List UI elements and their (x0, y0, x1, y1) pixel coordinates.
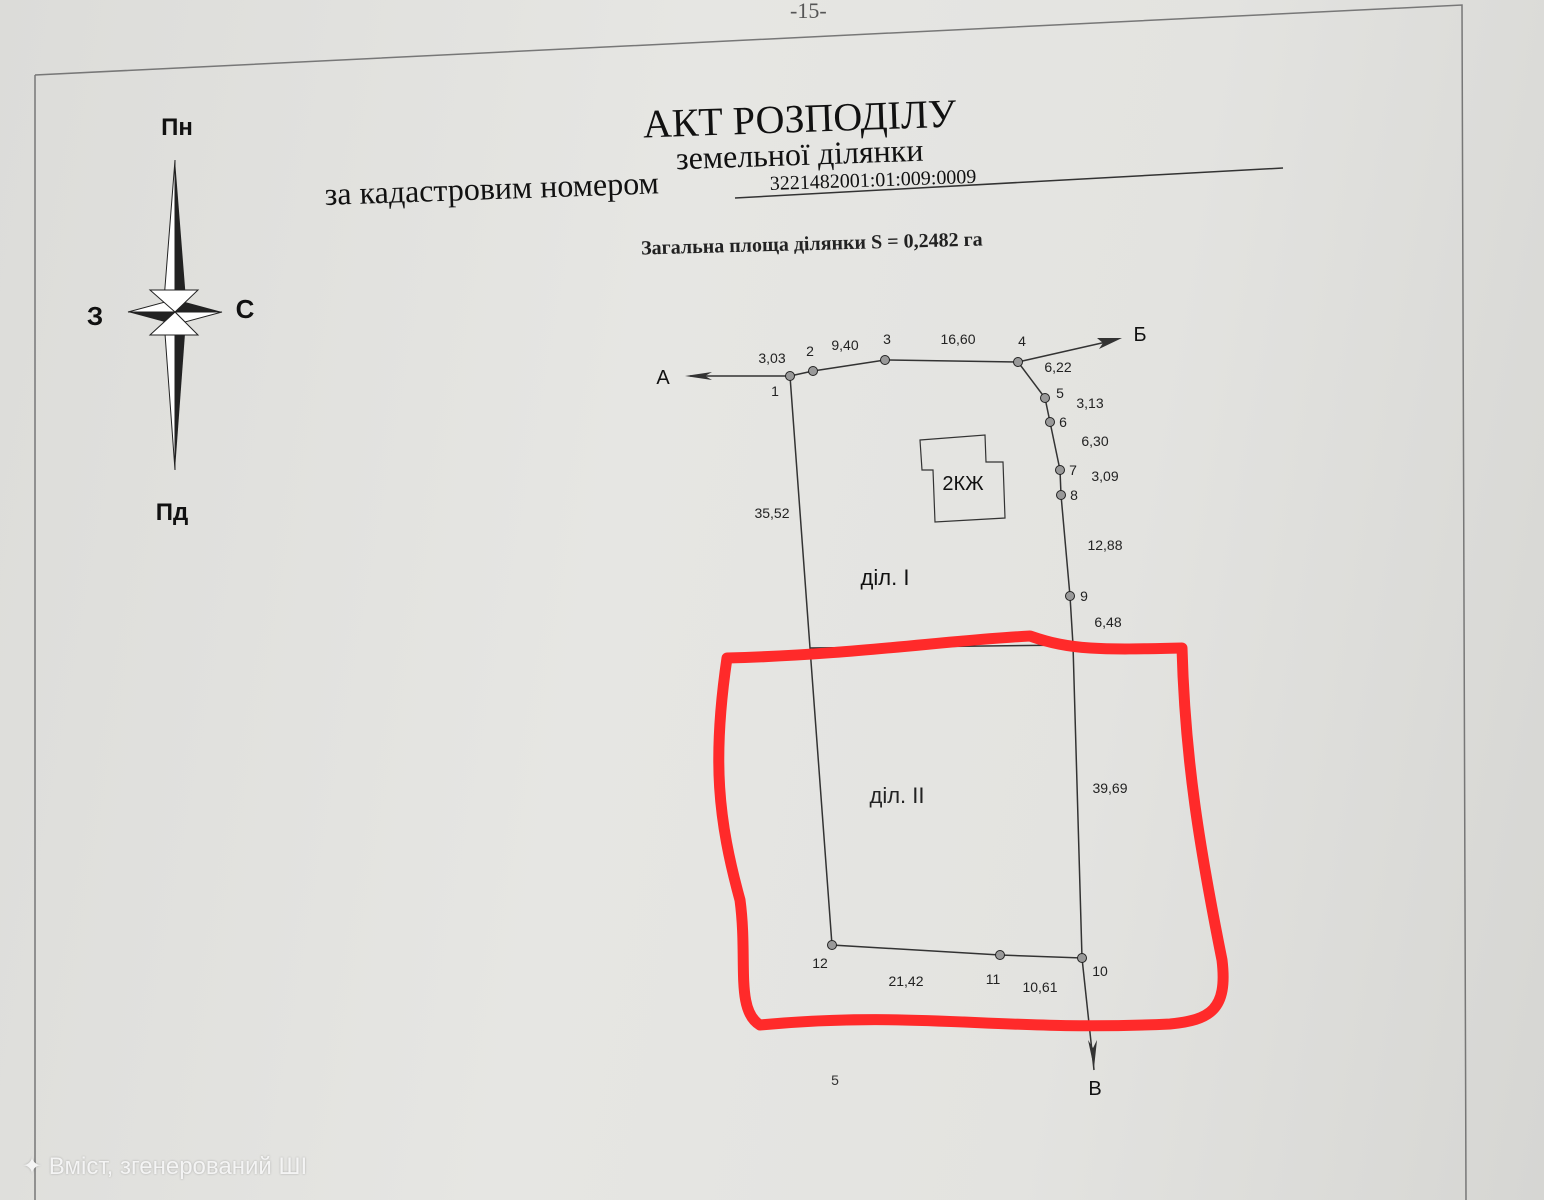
document-subtitle: земельної ділянки (675, 132, 924, 177)
vertex-label: 2 (806, 343, 814, 359)
vertex-label: 1 (771, 383, 779, 399)
vertex-label: 12 (812, 955, 828, 971)
vertex-label: 7 (1069, 462, 1077, 478)
building-outline (919, 434, 1006, 523)
vertex-marker (1013, 357, 1023, 367)
vertex-label: 9 (1080, 588, 1088, 604)
compass-east: С (236, 294, 255, 324)
vertex-marker (1045, 417, 1055, 427)
direction-v: В (1088, 1078, 1101, 1100)
parcel-boundary (789, 359, 1083, 959)
distance-label: 35,52 (754, 505, 789, 521)
page-border (34, 4, 1467, 1200)
distance-label: 3,13 (1076, 395, 1103, 411)
vertex-label: 6 (1059, 414, 1067, 430)
misc-mark: 5 (831, 1072, 839, 1088)
vertex-marker (1040, 393, 1050, 403)
compass-north: Пн (161, 114, 193, 141)
distance-label: 39,69 (1092, 780, 1127, 796)
highlight-outline (713, 630, 1229, 1032)
ai-generated-watermark: ✦ Вміст, згенерований ШІ (22, 1153, 308, 1180)
compass-south: Пд (156, 499, 188, 526)
vertex-marker (1077, 953, 1087, 963)
distance-label: 6,48 (1094, 614, 1121, 630)
vertex-marker (1065, 591, 1075, 601)
arrow-a-icon (685, 372, 712, 380)
vertex-marker (785, 371, 795, 381)
distance-label: 16,60 (940, 331, 975, 347)
vertex-marker (1056, 490, 1066, 500)
vertex-marker (995, 950, 1005, 960)
distance-label: 12,88 (1087, 537, 1122, 553)
distance-label: 9,40 (831, 337, 858, 353)
vertex-label: 3 (883, 331, 891, 347)
arrow-b-icon (1097, 338, 1122, 349)
vertex-marker (880, 355, 890, 365)
vertex-label: 5 (1056, 385, 1064, 401)
direction-a: А (656, 367, 670, 389)
vertex-label: 11 (986, 971, 1001, 987)
document-title: АКТ РОЗПОДІЛУ (642, 91, 958, 147)
distance-label: 10,61 (1022, 979, 1057, 995)
total-area: Загальна площа ділянки S = 0,2482 га (641, 229, 983, 260)
parcel-two-label: діл. II (869, 783, 924, 808)
building-label: 2КЖ (942, 473, 984, 495)
parcel-one-label: діл. I (861, 565, 910, 590)
cadastral-label: за кадастровим номером (324, 164, 659, 212)
parcel-plan (685, 338, 1122, 1071)
cadastral-underline (734, 167, 1284, 199)
distance-label: 21,42 (888, 973, 923, 989)
vertex-marker (827, 940, 837, 950)
direction-b: Б (1133, 324, 1146, 346)
distance-label: 6,30 (1081, 433, 1108, 449)
compass-west: З (87, 301, 103, 331)
vertex-label: 4 (1018, 333, 1026, 349)
vertex-label: 8 (1070, 487, 1078, 503)
distance-label: 3,09 (1091, 468, 1118, 484)
arrow-b-line (1017, 339, 1116, 363)
arrow-v-icon (1088, 1040, 1097, 1068)
vertex-marker (808, 366, 818, 376)
page-number: -15- (790, 0, 827, 23)
vertex-label: 10 (1092, 963, 1108, 979)
compass-rose-icon (127, 159, 223, 471)
distance-label: 3,03 (758, 350, 785, 366)
distance-label: 6,22 (1044, 359, 1071, 375)
vertex-marker (1055, 465, 1065, 475)
